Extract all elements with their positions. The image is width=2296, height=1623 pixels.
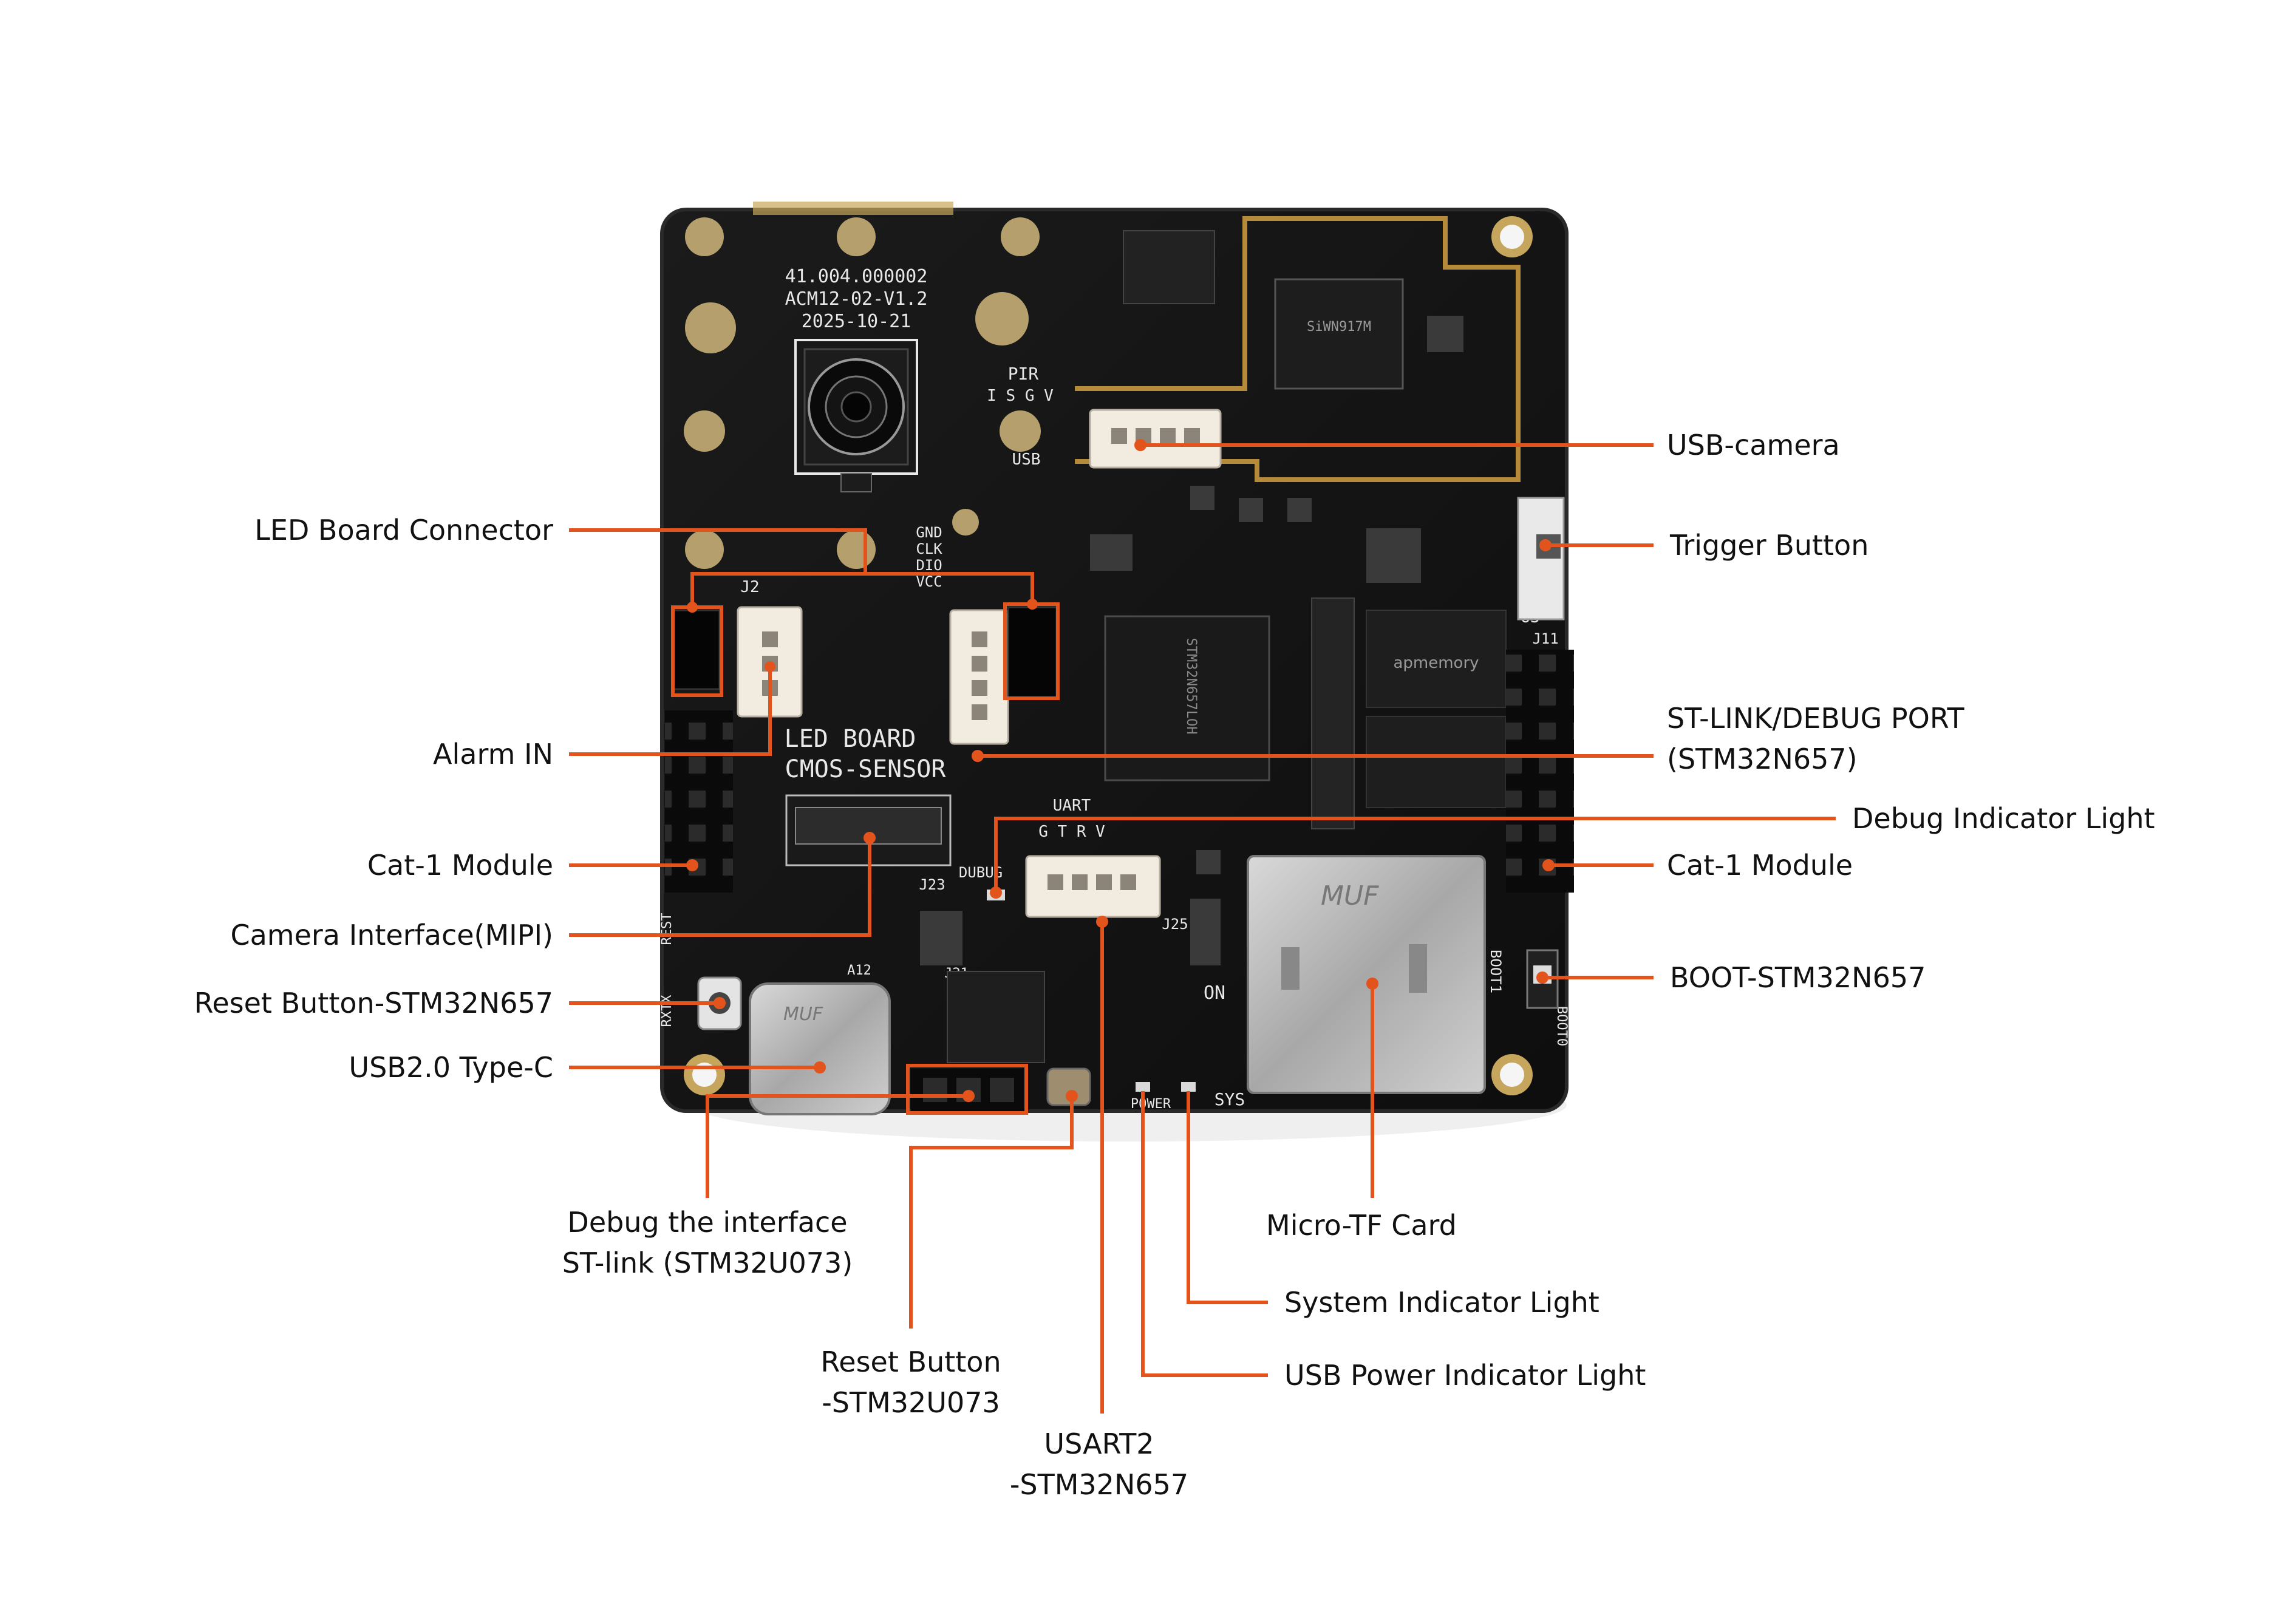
silk-on: ON xyxy=(1204,982,1225,1004)
usb-camera-connector xyxy=(1089,409,1222,469)
mcu-label: STM32N657LOH xyxy=(1184,638,1199,735)
label-led-board-connector: LED Board Connector xyxy=(254,514,553,546)
silk-led-board: LED BOARD xyxy=(785,725,916,753)
pin-header-left xyxy=(665,710,733,893)
label-alarm-in: Alarm IN xyxy=(433,738,553,771)
uart-connector xyxy=(1025,855,1161,918)
main-mcu: STM32N657LOH xyxy=(1104,615,1270,781)
label-reset-button-n657: Reset Button-STM32N657 xyxy=(194,987,553,1019)
label-usart2: USART2 -STM32N657 xyxy=(1009,1427,1189,1501)
label-camera-interface: Camera Interface(MIPI) xyxy=(230,919,553,951)
label-usb-camera: USB-camera xyxy=(1667,429,1840,461)
silk-gtrv: G T R V xyxy=(1038,823,1105,841)
label-debug-interface: Debug the interface ST-link (STM32U073) xyxy=(562,1206,853,1279)
wifi-module: SiWN917M xyxy=(1075,216,1521,482)
label-system-indicator: System Indicator Light xyxy=(1284,1286,1599,1319)
callout-line-camera-interface xyxy=(569,836,871,937)
led-connector-left xyxy=(673,609,721,690)
callout-line-alarm-in xyxy=(569,665,772,756)
label-cat1-module-left: Cat-1 Module xyxy=(367,849,553,882)
label-debug-indicator: Debug Indicator Light xyxy=(1852,802,2155,835)
wifi-chip-label: SiWN917M xyxy=(1307,319,1371,335)
sys-led xyxy=(1181,1082,1196,1092)
reset-button-u073-part xyxy=(1046,1067,1091,1106)
silk-boot0: BOOT0 xyxy=(1554,1006,1569,1046)
silk-j2: J2 xyxy=(740,578,759,596)
label-usb2-typec: USB2.0 Type-C xyxy=(349,1051,553,1084)
silk-vcc: VCC xyxy=(916,573,942,590)
pcb-board: 41.004.000002 ACM12-02-V1.2 2025-10-21 P… xyxy=(659,202,1574,1115)
silk-usb: USB xyxy=(1012,451,1041,469)
callout-line-reset-u073 xyxy=(909,1094,1074,1329)
camera-sensor xyxy=(794,339,918,492)
callout-lines xyxy=(569,443,1836,1414)
memory-chips: apmemory xyxy=(1366,610,1507,808)
silk-cmos-sensor: CMOS-SENSOR xyxy=(785,755,947,783)
silk-dio: DIO xyxy=(916,557,942,574)
silk-j23: J23 xyxy=(919,876,945,893)
silk-clk: CLK xyxy=(916,540,942,557)
label-stlink-debug-port: ST-LINK/DEBUG PORT (STM32N657) xyxy=(1667,702,1964,775)
label-cat1-module-right: Cat-1 Module xyxy=(1667,849,1853,882)
callout-line-debug-indicator xyxy=(994,817,1836,894)
silk-uart: UART xyxy=(1053,797,1091,815)
tf-brand: MUF xyxy=(1321,880,1379,911)
silk-power: POWER xyxy=(1131,1097,1171,1112)
silk-isgv: I S G V xyxy=(987,387,1054,405)
silk-board-model: ACM12-02-V1.2 xyxy=(785,288,928,310)
silk-pir: PIR xyxy=(1008,364,1039,384)
stlink-debug-connector xyxy=(949,609,1009,745)
silk-rxtx: RXTX xyxy=(659,995,675,1027)
micro-tf-slot: MUF xyxy=(1247,855,1486,1094)
label-reset-button-u073: Reset Button -STM32U073 xyxy=(820,1346,1001,1419)
silk-a12: A12 xyxy=(847,963,871,978)
silk-j11: J11 xyxy=(1532,630,1558,647)
label-boot-n657: BOOT-STM32N657 xyxy=(1670,961,1926,994)
silk-board-date: 2025-10-21 xyxy=(802,311,911,332)
callout-line-system-indicator xyxy=(1187,1091,1268,1304)
memory-brand: apmemory xyxy=(1393,654,1479,672)
pin-header-right xyxy=(1506,650,1574,893)
debug-header-pins xyxy=(911,1069,1026,1111)
label-trigger-button: Trigger Button xyxy=(1670,529,1869,562)
trigger-switch xyxy=(1517,497,1565,621)
callout-line-debug-interface xyxy=(706,1094,970,1198)
silk-board-id: 41.004.000002 xyxy=(785,266,928,287)
label-micro-tf: Micro-TF Card xyxy=(1266,1209,1457,1242)
silk-j25: J25 xyxy=(1162,916,1188,933)
silk-boot1: BOOT1 xyxy=(1487,950,1504,993)
usbc-brand: MUF xyxy=(783,1004,823,1025)
label-usb-power-indicator: USB Power Indicator Light xyxy=(1284,1359,1646,1392)
usb-typec-port: MUF xyxy=(749,982,891,1115)
callout-dots xyxy=(686,439,1555,1102)
silk-gnd: GND xyxy=(916,524,942,541)
led-connector-right xyxy=(1007,606,1058,699)
mounting-holes xyxy=(684,216,1533,1095)
callout-line-usb-power-indicator xyxy=(1141,1091,1268,1377)
power-led xyxy=(1136,1082,1150,1092)
silk-sys: SYS xyxy=(1214,1089,1245,1109)
silk-rest: REST xyxy=(659,913,675,945)
